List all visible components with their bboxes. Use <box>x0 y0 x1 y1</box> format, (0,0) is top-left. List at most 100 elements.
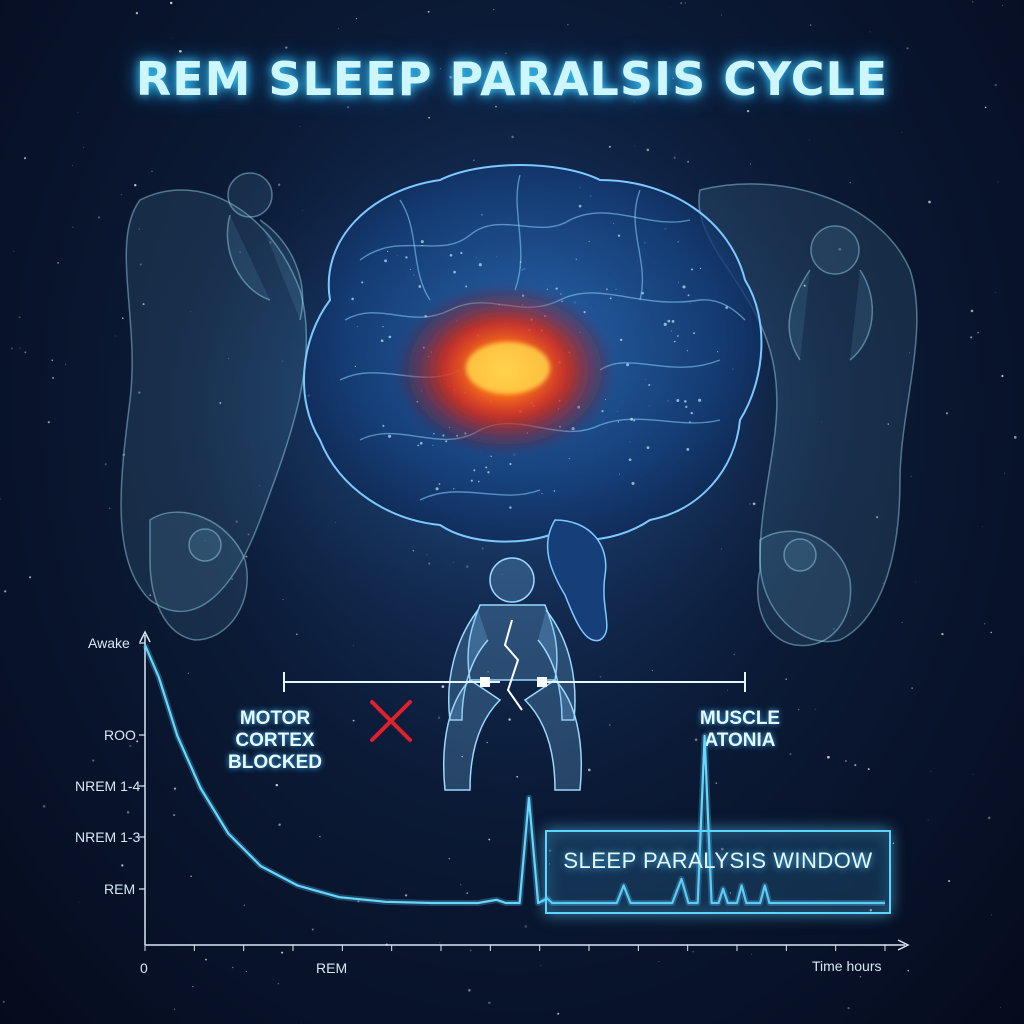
neural-node <box>648 383 651 387</box>
neural-node <box>417 444 420 447</box>
neural-node <box>435 487 439 491</box>
neural-node <box>465 285 468 288</box>
y-tick-roo: ROO <box>104 727 136 743</box>
brain <box>303 164 763 642</box>
y-axis-arrow <box>139 630 151 643</box>
x-tick-zero: 0 <box>140 960 148 976</box>
neural-node <box>382 325 384 328</box>
neural-node <box>546 288 548 290</box>
neural-node <box>409 268 411 270</box>
neural-node <box>453 488 455 490</box>
neural-node <box>382 424 385 427</box>
neural-node <box>520 267 521 269</box>
neural-node <box>690 411 693 415</box>
neural-node <box>578 204 582 208</box>
neural-node <box>432 444 434 446</box>
neural-node <box>676 399 680 402</box>
neural-node <box>470 479 473 482</box>
neural-node <box>667 319 671 323</box>
neural-node <box>509 506 512 509</box>
neural-node <box>628 458 632 462</box>
neural-node <box>380 339 384 343</box>
neural-node <box>615 288 617 290</box>
neural-node <box>732 368 734 370</box>
neural-node <box>473 469 476 472</box>
neural-node <box>641 291 644 295</box>
neural-node <box>619 473 620 475</box>
neural-node <box>575 258 577 260</box>
neural-node <box>419 441 423 445</box>
neural-node <box>601 410 604 413</box>
neural-node <box>671 320 675 323</box>
neural-node <box>405 256 408 259</box>
neural-node <box>633 419 636 422</box>
neural-node <box>449 253 453 257</box>
neural-node <box>553 490 556 492</box>
neural-node <box>693 332 695 335</box>
neural-node <box>490 455 492 457</box>
neural-node <box>438 483 441 485</box>
neural-node <box>617 421 620 423</box>
ghost-figure-left <box>120 172 308 641</box>
neural-node <box>619 338 623 342</box>
neural-node <box>421 244 423 247</box>
y-tick-awake: Awake <box>88 635 130 651</box>
neural-node <box>686 350 688 352</box>
neural-node <box>478 263 482 267</box>
muscle-atonia-label: MUSCLE ATONIA <box>699 708 781 751</box>
y-tick-nrem-1-3: NREM 1-3 <box>75 829 141 845</box>
neural-node <box>686 447 690 451</box>
neural-node <box>453 270 456 274</box>
page-title: REM SLEEP PARALSIS CYCLE <box>135 52 889 106</box>
neural-node <box>588 240 590 242</box>
neural-node <box>555 287 558 290</box>
neural-node <box>386 250 389 253</box>
neural-node <box>646 446 650 450</box>
neural-node <box>388 335 392 339</box>
neural-node <box>606 288 608 291</box>
motor-cortex-label: MOTOR CORTEX BLOCKED <box>228 708 322 773</box>
neural-node <box>617 234 621 237</box>
neural-node <box>699 267 702 270</box>
neural-node <box>631 481 635 485</box>
neural-node <box>477 480 480 483</box>
y-tick-rem: REM <box>104 881 136 897</box>
neural-node <box>354 365 357 368</box>
neural-node <box>356 326 358 328</box>
series-line <box>143 644 885 905</box>
neural-node <box>626 363 630 367</box>
neural-node <box>670 330 672 332</box>
x-tick-rem: REM <box>316 960 348 976</box>
neural-node <box>613 223 615 225</box>
neural-node <box>689 421 691 423</box>
neural-node <box>677 335 679 337</box>
blocked-x-icon <box>370 700 412 742</box>
neural-node <box>460 251 463 255</box>
paralyzed-figure <box>442 557 583 791</box>
neural-node <box>418 285 422 288</box>
x-axis-label: Time hours <box>812 958 882 974</box>
neural-node <box>388 434 392 438</box>
x-axis-arrow <box>897 939 910 951</box>
neural-node <box>684 400 687 403</box>
neural-node <box>685 405 688 408</box>
neural-node <box>630 417 634 421</box>
window-label: SLEEP PARALYSIS WINDOW <box>563 848 873 873</box>
sleep-paralysis-window: SLEEP PARALYSIS WINDOW <box>545 830 891 914</box>
neural-node <box>361 281 364 284</box>
neural-node <box>541 492 543 495</box>
neural-node <box>690 268 694 271</box>
neural-node <box>677 241 679 243</box>
neural-node <box>485 466 488 469</box>
y-tick-nrem-1-4: NREM 1-4 <box>75 778 141 794</box>
neural-node <box>481 214 483 216</box>
neural-node <box>673 340 676 343</box>
neural-node <box>521 269 523 271</box>
neural-node <box>351 297 354 301</box>
neural-node <box>698 398 702 402</box>
neural-node <box>678 281 680 283</box>
neural-node <box>487 471 490 474</box>
neural-node <box>609 297 612 300</box>
